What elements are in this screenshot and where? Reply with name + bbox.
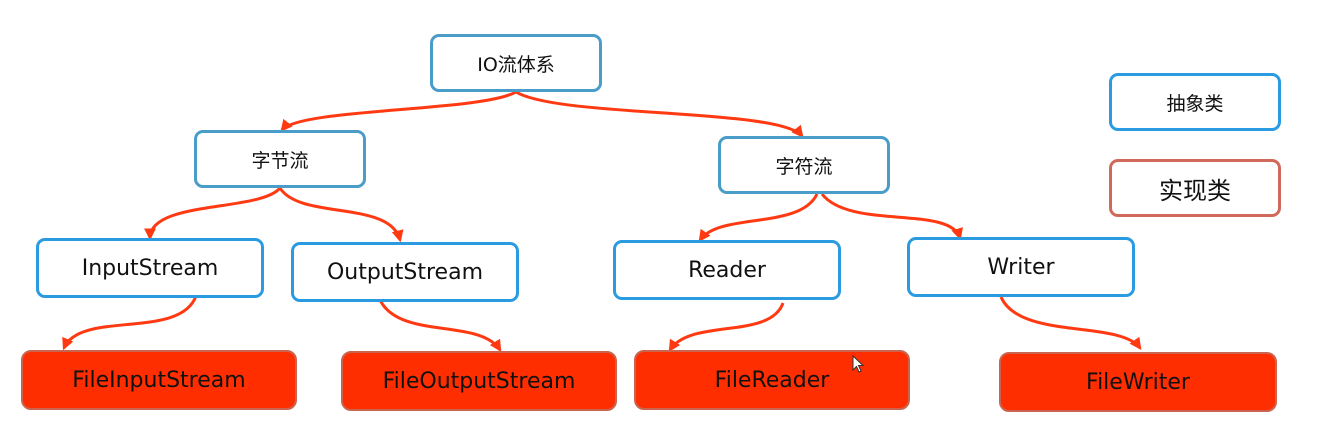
edge-writer-filewriter — [999, 296, 1142, 350]
node-output-stream: OutputStream — [291, 242, 519, 302]
node-file-writer: FileWriter — [999, 352, 1277, 412]
edge-char-reader — [698, 193, 819, 242]
node-char-stream: 字符流 — [718, 136, 890, 194]
node-io-system: IO流体系 — [430, 34, 602, 92]
node-file-input-stream: FileInputStream — [21, 350, 297, 410]
edge-output-fileoutput — [378, 299, 502, 353]
node-file-output-stream: FileOutputStream — [341, 351, 617, 411]
edge-char-writer — [820, 193, 963, 241]
edge-reader-filereader — [668, 302, 785, 353]
node-byte-stream: 字节流 — [194, 130, 366, 188]
mouse-cursor-icon — [852, 355, 865, 373]
node-writer: Writer — [907, 237, 1135, 297]
legend-abstract-class: 抽象类 — [1109, 73, 1281, 131]
node-input-stream: InputStream — [36, 238, 264, 298]
edge-root-char-stream — [515, 90, 804, 138]
legend-implementation-class: 实现类 — [1109, 159, 1281, 217]
edge-byte-output — [278, 187, 404, 243]
node-reader: Reader — [613, 240, 841, 300]
edge-byte-input — [144, 186, 282, 241]
edge-root-byte-stream — [280, 90, 517, 132]
edge-input-fileinput — [62, 295, 198, 351]
node-file-reader: FileReader — [634, 350, 910, 410]
